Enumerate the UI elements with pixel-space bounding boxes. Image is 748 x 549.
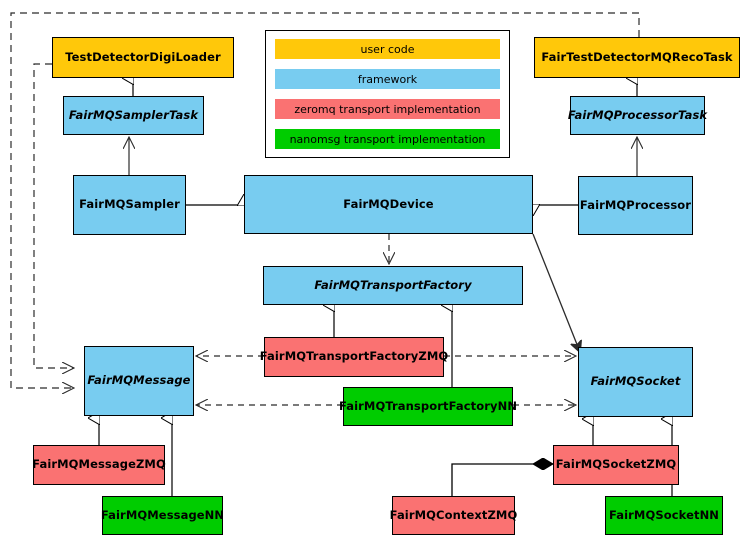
legend-item-framework: framework: [275, 69, 500, 89]
legend-item-zeromq: zeromq transport implementation: [275, 99, 500, 119]
class-name-label: FairMQMessageNN: [100, 507, 225, 522]
class-box-fairtestdetectormqrecotask[interactable]: FairTestDetectorMQRecoTask: [534, 37, 740, 78]
class-box-fairmqsampler[interactable]: FairMQSampler: [73, 175, 186, 235]
legend-label-nanomsg: nanomsg transport implementation: [289, 132, 486, 146]
edge-device-to-socket: [532, 233, 580, 352]
class-box-fairmqprocessor[interactable]: FairMQProcessor: [578, 176, 693, 235]
class-name-label: FairMQSocket: [590, 374, 681, 389]
legend-label-user-code: user code: [360, 42, 415, 56]
class-name-label: FairMQTransportFactory: [314, 277, 472, 292]
edge-contextzmq-composes-socketzmq: [451, 464, 553, 496]
class-box-fairmqtransportfactorynn[interactable]: FairMQTransportFactoryNN: [339, 387, 517, 426]
class-name-label: FairMQContextZMQ: [389, 507, 518, 522]
class-box-fairmqcontextzmq[interactable]: FairMQContextZMQ: [389, 496, 518, 535]
class-box-fairmqtransportfactory[interactable]: FairMQTransportFactory: [263, 266, 523, 305]
legend-panel: user code framework zeromq transport imp…: [265, 30, 510, 158]
class-name-label: FairMQSamplerTask: [68, 107, 199, 122]
class-box-testdetectordigiloader[interactable]: TestDetectorDigiLoader: [52, 37, 234, 78]
class-box-fairmqprocessortask[interactable]: FairMQProcessorTask: [567, 96, 708, 135]
class-name-label: FairMQDevice: [343, 196, 434, 211]
class-name-label: FairMQMessage: [87, 373, 191, 388]
class-box-fairmqmessagenn[interactable]: FairMQMessageNN: [100, 496, 225, 535]
class-name-label: FairMQProcessor: [579, 197, 692, 212]
legend-label-zeromq: zeromq transport implementation: [294, 102, 481, 116]
class-name-label: FairMQMessageZMQ: [32, 457, 166, 472]
class-name-label: FairTestDetectorMQRecoTask: [541, 49, 733, 64]
class-box-fairmqtransportfactoryzmq[interactable]: FairMQTransportFactoryZMQ: [260, 337, 448, 377]
class-box-fairmqmessagezmq[interactable]: FairMQMessageZMQ: [32, 445, 166, 485]
class-name-label: FairMQSocketNN: [608, 507, 720, 522]
class-box-fairmqsocket[interactable]: FairMQSocket: [578, 347, 693, 417]
class-name-label: TestDetectorDigiLoader: [65, 49, 221, 64]
class-name-label: FairMQTransportFactoryZMQ: [259, 349, 449, 364]
legend-item-user-code: user code: [275, 39, 500, 59]
class-name-label: FairMQProcessorTask: [567, 107, 708, 122]
class-box-fairmqsamplertask[interactable]: FairMQSamplerTask: [63, 96, 204, 135]
class-box-fairmqsocketzmq[interactable]: FairMQSocketZMQ: [553, 445, 679, 485]
legend-label-framework: framework: [357, 72, 418, 86]
class-box-fairmqdevice[interactable]: FairMQDevice: [244, 175, 533, 234]
class-name-label: FairMQSampler: [79, 197, 180, 212]
class-name-label: FairMQSocketZMQ: [555, 457, 677, 472]
class-name-label: FairMQTransportFactoryNN: [338, 398, 518, 413]
class-box-fairmqmessage[interactable]: FairMQMessage: [84, 346, 194, 416]
legend-item-nanomsg: nanomsg transport implementation: [275, 129, 500, 149]
class-box-fairmqsocketnn[interactable]: FairMQSocketNN: [605, 496, 723, 535]
